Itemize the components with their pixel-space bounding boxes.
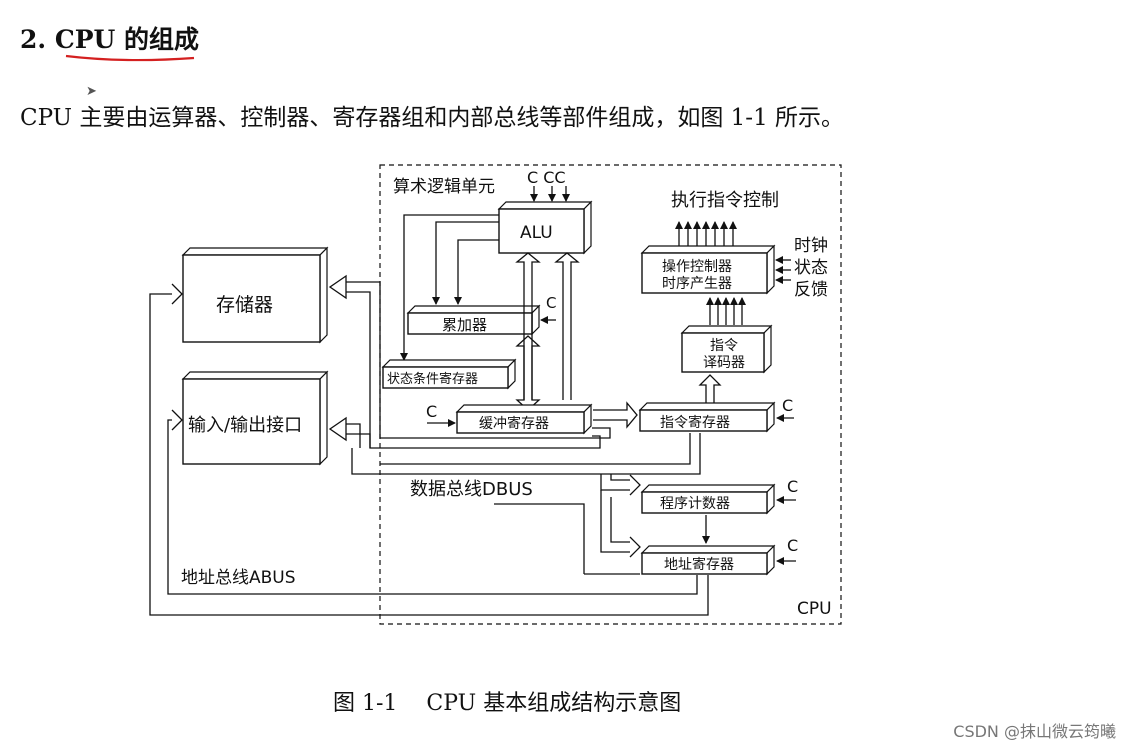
io-interface-box <box>181 370 329 466</box>
section-heading: 2. CPU 的组成 <box>20 20 199 56</box>
data-bus-label: 数据总线DBUS <box>410 479 533 500</box>
accumulator-control-c: C <box>546 294 556 312</box>
cpu-label: CPU <box>797 599 832 619</box>
memory-box <box>181 246 329 344</box>
program-counter-label: 程序计数器 <box>660 496 730 512</box>
alu-label: ALU <box>520 223 553 243</box>
mouse-cursor-icon: ➤ <box>86 84 97 99</box>
buffer-register-box <box>455 403 593 435</box>
operation-controller-label-2: 时序产生器 <box>662 276 732 292</box>
intro-paragraph: CPU 主要由运算器、控制器、寄存器组和内部总线等部件组成，如图 1-1 所示。 <box>20 105 845 131</box>
alu-unit-label: 算术逻辑单元 <box>393 177 495 197</box>
control-signal-arrows-top <box>675 221 737 246</box>
figure-caption: 图 1-1 CPU 基本组成结构示意图 <box>333 685 681 717</box>
operation-controller-box <box>640 244 776 295</box>
feedback-label: 反馈 <box>794 280 828 300</box>
accumulator-label: 累加器 <box>442 316 487 334</box>
red-underline-annotation <box>65 54 195 62</box>
instruction-register-control-c: C <box>782 396 793 415</box>
section-number: 2. <box>20 25 47 54</box>
status-label: 状态 <box>794 258 828 278</box>
status-condition-register-box <box>381 358 517 390</box>
memory-label: 存储器 <box>216 294 273 316</box>
address-register-label: 地址寄存器 <box>664 556 734 573</box>
program-counter-box <box>640 483 776 515</box>
instruction-decoder-label-1: 指令 <box>710 338 738 354</box>
section-title: CPU 的组成 <box>54 25 200 54</box>
exec-control-label: 执行指令控制 <box>671 190 779 211</box>
address-register-control-c: C <box>787 536 798 555</box>
program-counter-control-c: C <box>787 477 798 496</box>
alu-box <box>497 200 593 255</box>
instruction-decoder-box <box>680 324 773 374</box>
status-condition-register-label: 状态条件寄存器 <box>387 371 478 387</box>
watermark: CSDN @抹山微云筠曦 <box>953 722 1116 741</box>
address-bus-label: 地址总线ABUS <box>181 568 296 588</box>
instruction-register-box <box>638 401 776 433</box>
instruction-decoder-label-2: 译码器 <box>703 355 745 371</box>
figure-number: 图 1-1 <box>333 691 398 716</box>
buffer-control-c: C <box>426 402 437 421</box>
instruction-register-label: 指令寄存器 <box>660 414 730 431</box>
data-bus-lines <box>328 274 701 558</box>
io-interface-label: 输入/输出接口 <box>188 415 302 436</box>
figure-title: CPU 基本组成结构示意图 <box>426 691 682 716</box>
alu-control-label: C CC <box>527 168 566 187</box>
decoder-to-controller-arrows <box>706 297 746 325</box>
address-bus-lines <box>149 283 709 616</box>
buffer-register-label: 缓冲寄存器 <box>479 415 549 432</box>
clock-label: 时钟 <box>794 236 828 256</box>
accumulator-box <box>406 304 541 336</box>
address-register-box <box>640 544 776 576</box>
operation-controller-label-1: 操作控制器 <box>662 259 732 275</box>
